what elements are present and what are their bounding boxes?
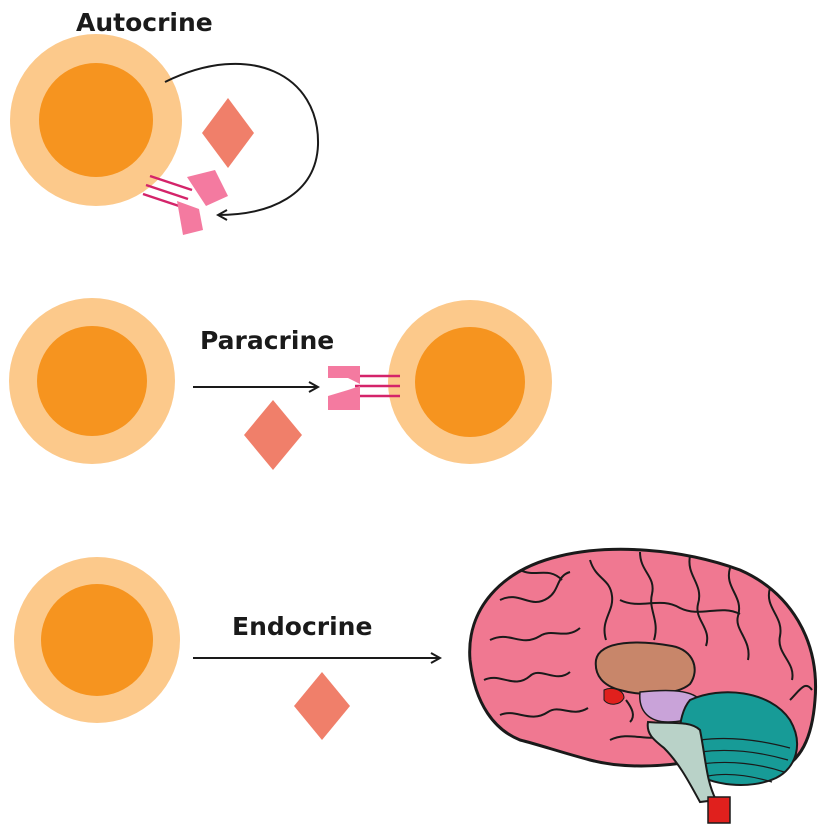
endocrine-hormone-icon: [294, 672, 350, 740]
spinal-cord: [707, 796, 731, 824]
paracrine-source-cell-icon: [9, 298, 175, 464]
label-endocrine: Endocrine: [232, 612, 373, 641]
paracrine-receptor-icon: [328, 366, 400, 410]
paracrine-panel: [9, 298, 552, 470]
pituitary-stalk: [625, 699, 634, 723]
autocrine-hormone-icon: [202, 98, 254, 168]
brain-icon: [468, 547, 818, 824]
autocrine-receptor-icon: [142, 170, 228, 235]
paracrine-hormone-icon: [244, 400, 302, 470]
brain-gyri: [483, 551, 813, 741]
endocrine-cell-icon: [14, 557, 180, 723]
autocrine-loop-arrow: [164, 62, 320, 215]
cerebellum-folia: [699, 737, 791, 783]
autocrine-cell-icon: [10, 34, 182, 206]
thalamus: [594, 641, 696, 695]
endocrine-panel: [14, 547, 818, 824]
paracrine-target-cell-icon: [388, 300, 552, 464]
label-paracrine: Paracrine: [200, 326, 335, 355]
label-autocrine: Autocrine: [76, 8, 213, 37]
autocrine-panel: [10, 34, 320, 235]
hypothalamus: [603, 687, 625, 705]
